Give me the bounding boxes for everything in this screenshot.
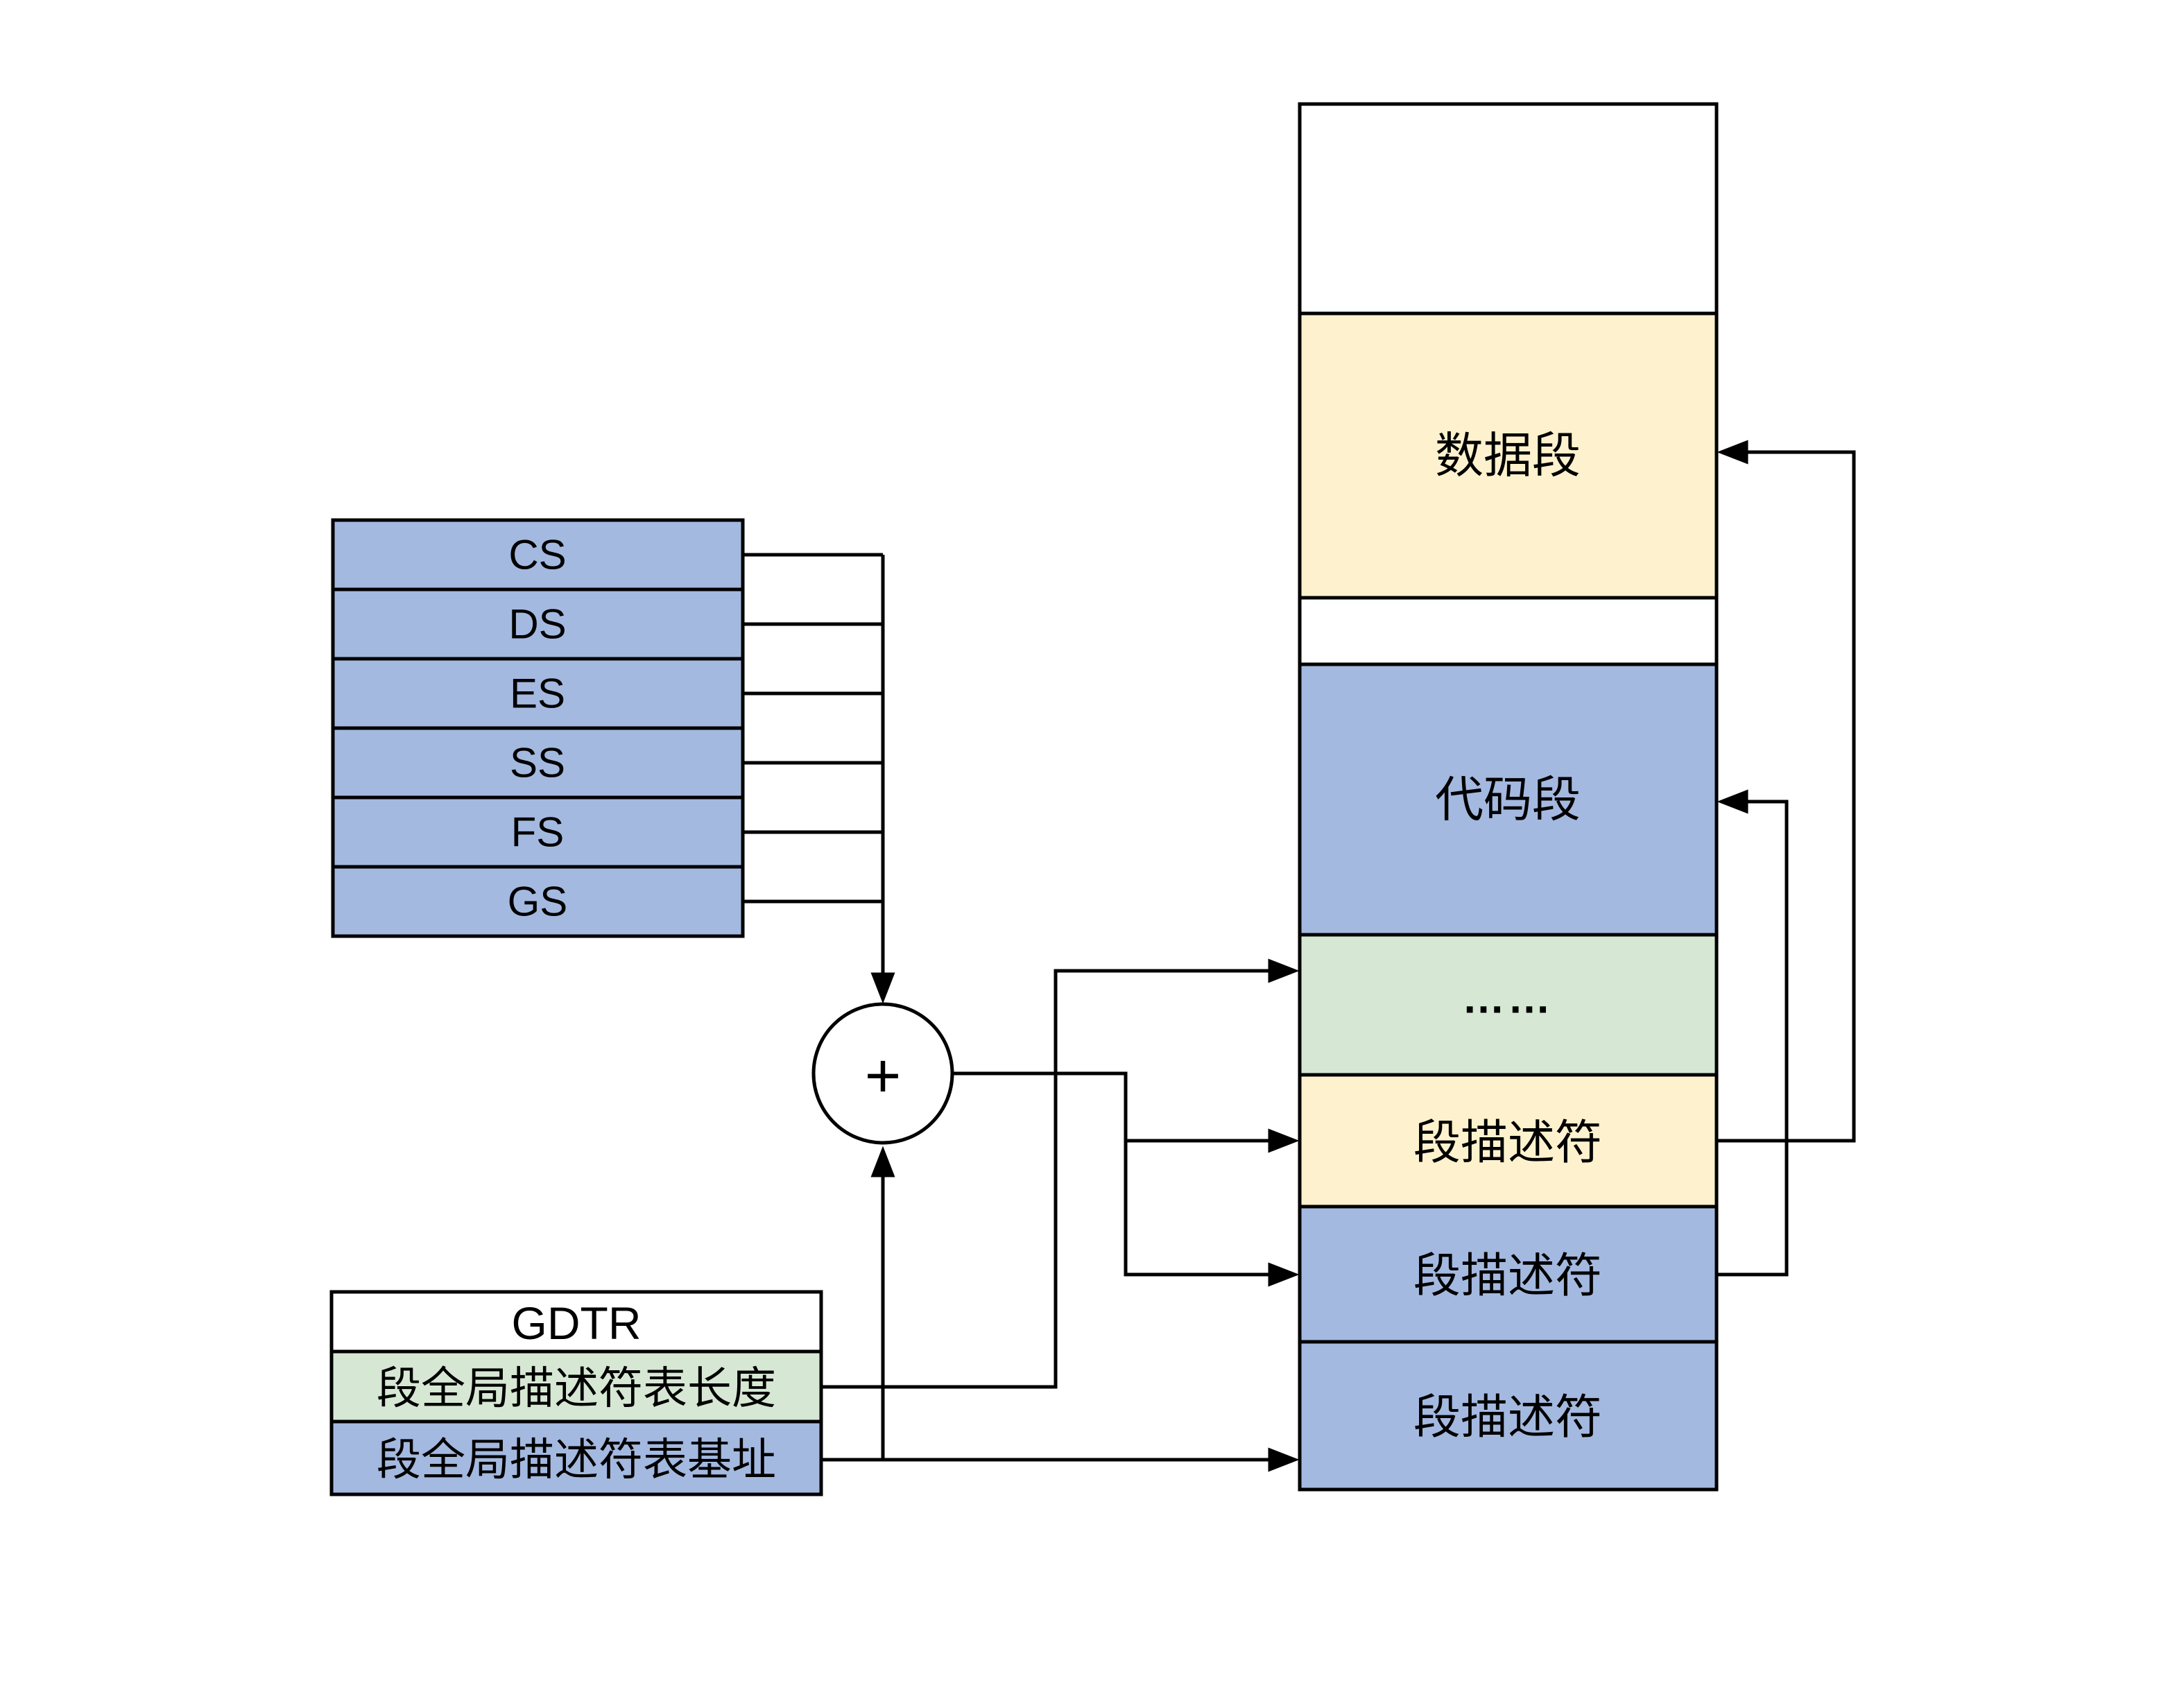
register-bus-wires (743, 553, 895, 1004)
register-label-ds: DS (508, 601, 566, 648)
ellipsis-label: …… (1462, 975, 1554, 1023)
memory-row-data-seg (1298, 311, 1719, 600)
register-label-fs: FS (511, 809, 565, 856)
register-cell-ds (331, 587, 745, 661)
gdtr-base-label: 段全局描述符表基址 (377, 1435, 776, 1485)
gdtr-box: GDTR 段全局描述符表长度 段全局描述符表基址 (329, 1290, 823, 1496)
memory-row-code-seg (1298, 662, 1719, 937)
register-label-ss: SS (510, 740, 565, 786)
wire-adder-to-descriptor-2 (952, 1071, 1300, 1287)
descriptor-3-label: 段描述符 (1413, 1391, 1602, 1444)
memory-row-descriptor-3 (1298, 1340, 1719, 1492)
memory-row-ellipsis (1298, 933, 1719, 1077)
memory-column: 数据段 代码段 …… 段描述符 段描述符 段描述符 (1298, 102, 1719, 1492)
register-label-es: ES (510, 671, 565, 717)
register-cell-cs (331, 518, 745, 592)
connection-wires (821, 440, 1856, 1472)
memory-row-gap-white (1298, 596, 1719, 666)
code-segment-label: 代码段 (1435, 772, 1581, 827)
gdtr-length-label: 段全局描述符表长度 (377, 1363, 776, 1413)
segment-register-stack: CS DS ES SS FS GS (331, 518, 745, 938)
memory-row-descriptor-2 (1298, 1205, 1719, 1344)
data-segment-label: 数据段 (1435, 429, 1581, 483)
gdtr-title: GDTR (512, 1297, 642, 1349)
gdtr-base-cell (329, 1419, 823, 1496)
register-label-gs: GS (508, 879, 568, 925)
wire-gdt-length-to-ellipsis (821, 958, 1300, 1389)
descriptor-2-label: 段描述符 (1413, 1250, 1602, 1302)
register-label-cs: CS (508, 532, 566, 578)
register-cell-gs (331, 865, 745, 938)
gdtr-header-cell (329, 1290, 823, 1354)
descriptor-1-label: 段描述符 (1413, 1116, 1602, 1169)
plus-symbol: + (865, 1042, 902, 1111)
wire-descriptor-2-to-code-segment (1717, 789, 1789, 1277)
memory-row-top-white (1298, 102, 1719, 316)
adder: + (811, 1002, 954, 1145)
memory-row-descriptor-1 (1298, 1073, 1719, 1209)
